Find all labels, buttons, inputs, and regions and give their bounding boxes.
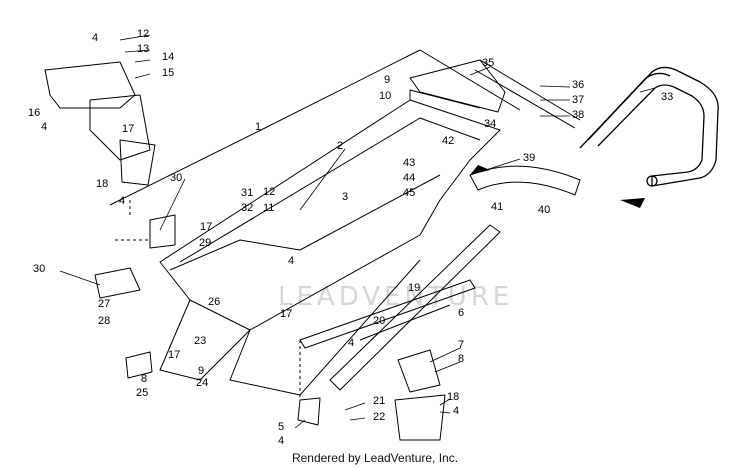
rear-bracket (409, 59, 581, 129)
callout-34: 34 (484, 118, 496, 130)
callout-14: 14 (162, 51, 174, 63)
callout-43: 43 (403, 157, 415, 169)
callout-38: 38 (572, 109, 584, 121)
callout-17: 17 (200, 221, 212, 233)
callout-44: 44 (403, 172, 415, 184)
callout-37: 37 (572, 94, 584, 106)
dashed-leaders (115, 200, 301, 400)
callout-4: 4 (119, 195, 125, 207)
direction-arrow-icon (620, 198, 645, 208)
callout-25: 25 (136, 387, 148, 399)
callout-4: 4 (453, 405, 459, 417)
callout-35: 35 (482, 57, 494, 69)
callout-31: 31 (241, 187, 253, 199)
callout-12: 12 (137, 28, 149, 40)
callout-29: 29 (199, 237, 211, 249)
callout-7: 7 (458, 339, 464, 351)
callout-1: 1 (255, 121, 261, 133)
front-bumper-bracket (44, 61, 156, 186)
callout-22: 22 (373, 411, 385, 423)
callout-17: 17 (280, 308, 292, 320)
callout-labels: 1234444444567889910111212131415161717171… (28, 28, 673, 447)
callout-4: 4 (348, 337, 354, 349)
callout-30: 30 (170, 172, 182, 184)
callout-13: 13 (137, 43, 149, 55)
callout-40: 40 (538, 204, 550, 216)
callout-4: 4 (288, 255, 294, 267)
side-rail (299, 224, 501, 391)
steering-bracket (94, 214, 176, 299)
callout-36: 36 (572, 79, 584, 91)
watermark-text: LEADVENTURE (278, 282, 513, 312)
callout-8: 8 (141, 373, 147, 385)
callout-8: 8 (458, 353, 464, 365)
callout-4: 4 (278, 435, 284, 447)
part-1-bracket (109, 49, 521, 206)
callout-18: 18 (447, 391, 459, 403)
callout-17: 17 (168, 349, 180, 361)
callout-16: 16 (28, 107, 40, 119)
callout-23: 23 (194, 335, 206, 347)
callout-21: 21 (373, 395, 385, 407)
rear-bumper (579, 66, 719, 187)
callout-28: 28 (98, 315, 110, 327)
callout-18: 18 (96, 178, 108, 190)
callout-9: 9 (198, 365, 204, 377)
direction-arrow-icon (470, 165, 490, 175)
callout-33: 33 (661, 91, 673, 103)
callout-12: 12 (263, 186, 275, 198)
callout-42: 42 (442, 135, 454, 147)
callout-3: 3 (342, 191, 348, 203)
callout-24: 24 (196, 377, 208, 389)
callout-19: 19 (408, 282, 420, 294)
callout-4: 4 (92, 32, 98, 44)
callout-17: 17 (122, 123, 134, 135)
callout-30: 30 (33, 263, 45, 275)
callout-20: 20 (373, 315, 385, 327)
chassis-tunnel (159, 89, 501, 396)
callout-26: 26 (208, 296, 220, 308)
callout-15: 15 (162, 67, 174, 79)
callout-6: 6 (458, 307, 464, 319)
callout-10: 10 (379, 90, 391, 102)
callout-4: 4 (41, 121, 47, 133)
callout-27: 27 (98, 298, 110, 310)
callout-5: 5 (278, 421, 284, 433)
callout-11: 11 (263, 202, 274, 214)
footrest-plates (125, 349, 446, 441)
callout-2: 2 (337, 140, 343, 152)
leader-lines (59, 34, 656, 429)
callout-45: 45 (403, 187, 415, 199)
snow-flap (469, 165, 581, 196)
callout-9: 9 (384, 74, 390, 86)
render-credit: Rendered by LeadVenture, Inc. (291, 451, 459, 465)
callout-32: 32 (241, 202, 253, 214)
callout-39: 39 (523, 152, 535, 164)
callout-41: 41 (491, 201, 503, 213)
